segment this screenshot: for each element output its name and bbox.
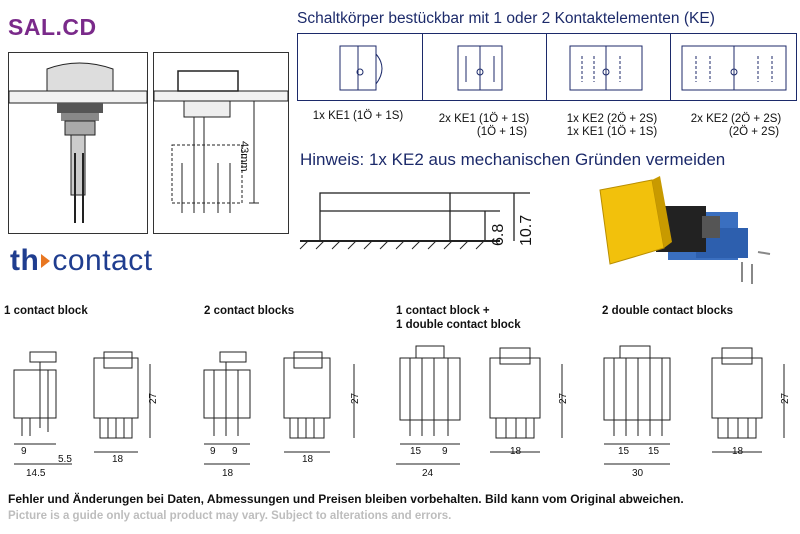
brand-title: SAL.CD (8, 14, 97, 40)
dim-b3-height: 27 (558, 392, 569, 404)
contact-config-strip (297, 33, 797, 101)
dim-b2-total: 18 (222, 468, 234, 479)
config-drawings (339, 45, 787, 91)
logo-contact: contact (52, 244, 153, 277)
disclaimer-german: Fehler und Änderungen bei Daten, Abmessu… (8, 492, 684, 506)
dim-b2-width-1: 9 (210, 446, 216, 457)
dim-b3-width-2: 9 (442, 446, 448, 457)
switch-side-drawing (8, 62, 148, 223)
dim-b4-side-width: 18 (732, 446, 744, 457)
photo-side-view (8, 52, 148, 234)
dim-b1-width-1: 9 (21, 446, 27, 457)
dimension-43mm: 43mm (238, 141, 250, 172)
logo-arrow-icon (41, 254, 51, 268)
block-title-2: 2 contact blocks (204, 304, 294, 318)
dimension-6-8: 6.8 (490, 223, 507, 246)
configuration-heading: Schaltkörper bestückbar mit 1 oder 2 Kon… (297, 10, 715, 27)
product-photo (599, 176, 771, 284)
config-label-2: 2x KE1 (1Ö + 1S) (1Ö + 1S) (425, 113, 543, 139)
dim-b4-total: 30 (632, 468, 644, 479)
block-title-3-line-1: 1 contact block + (396, 305, 490, 317)
dim-b4-width-2: 15 (648, 446, 660, 457)
dim-b2-width-2: 9 (232, 446, 238, 457)
dim-b3-total: 24 (422, 468, 434, 479)
switch-dimension-drawing (153, 70, 289, 213)
dim-b1-side-width: 18 (112, 454, 124, 465)
company-logo: th contact (10, 244, 153, 278)
block-title-1-line-1: 1 contact block (4, 305, 88, 317)
block-title-3: 1 contact block + 1 double contact block (396, 304, 521, 332)
dim-b2-side-width: 18 (302, 454, 314, 465)
config-cell-3 (546, 34, 671, 100)
config-label-2-line-2: (1Ö + 1S) (476, 126, 528, 138)
dim-b4-width-1: 15 (618, 446, 630, 457)
config-cell-2 (422, 34, 547, 100)
photo-drawing-view: 43mm (153, 52, 289, 234)
hint-text: Hinweis: 1x KE2 aus mechanischen Gründen… (300, 150, 726, 169)
block-title-4: 2 double contact blocks (602, 304, 733, 318)
dim-b4-height: 27 (780, 392, 791, 404)
disclaimer-english: Picture is a guide only actual product m… (8, 510, 452, 522)
technical-drawings (13, 345, 785, 465)
config-cell-1 (298, 34, 423, 100)
config-label-4-line-1: 2x KE2 (2Ö + 2S) (690, 113, 782, 125)
block-title-4-line-1: 2 double contact blocks (602, 305, 733, 317)
logo-th: th (10, 244, 40, 277)
block-title-1: 1 contact block (4, 304, 88, 318)
config-label-3-line-1: 1x KE2 (2Ö + 2S) (566, 113, 658, 125)
block-title-3-line-2: 1 double contact block (396, 319, 521, 331)
dim-b1-width-2: 5.5 (58, 454, 72, 465)
config-label-1-line-1: 1x KE1 (1Ö + 1S) (312, 110, 404, 122)
dim-b1-height: 27 (148, 392, 159, 404)
config-label-2-line-1: 2x KE1 (1Ö + 1S) (438, 113, 530, 125)
panel-profile-drawing (299, 192, 530, 250)
dim-b3-side-width: 18 (510, 446, 522, 457)
dim-b2-height: 27 (350, 392, 361, 404)
dimension-10-7: 10.7 (518, 214, 535, 246)
block-title-2-line-1: 2 contact blocks (204, 305, 295, 317)
config-label-3: 1x KE2 (2Ö + 2S) 1x KE1 (1Ö + 1S) (553, 113, 671, 139)
config-label-4: 2x KE2 (2Ö + 2S) (2Ö + 2S) (677, 113, 795, 139)
config-label-3-line-2: 1x KE1 (1Ö + 1S) (566, 126, 658, 138)
dim-b1-total: 14.5 (26, 468, 46, 479)
dim-b3-width-1: 15 (410, 446, 422, 457)
config-label-4-line-2: (2Ö + 2S) (728, 126, 780, 138)
config-label-1: 1x KE1 (1Ö + 1S) (300, 110, 416, 123)
